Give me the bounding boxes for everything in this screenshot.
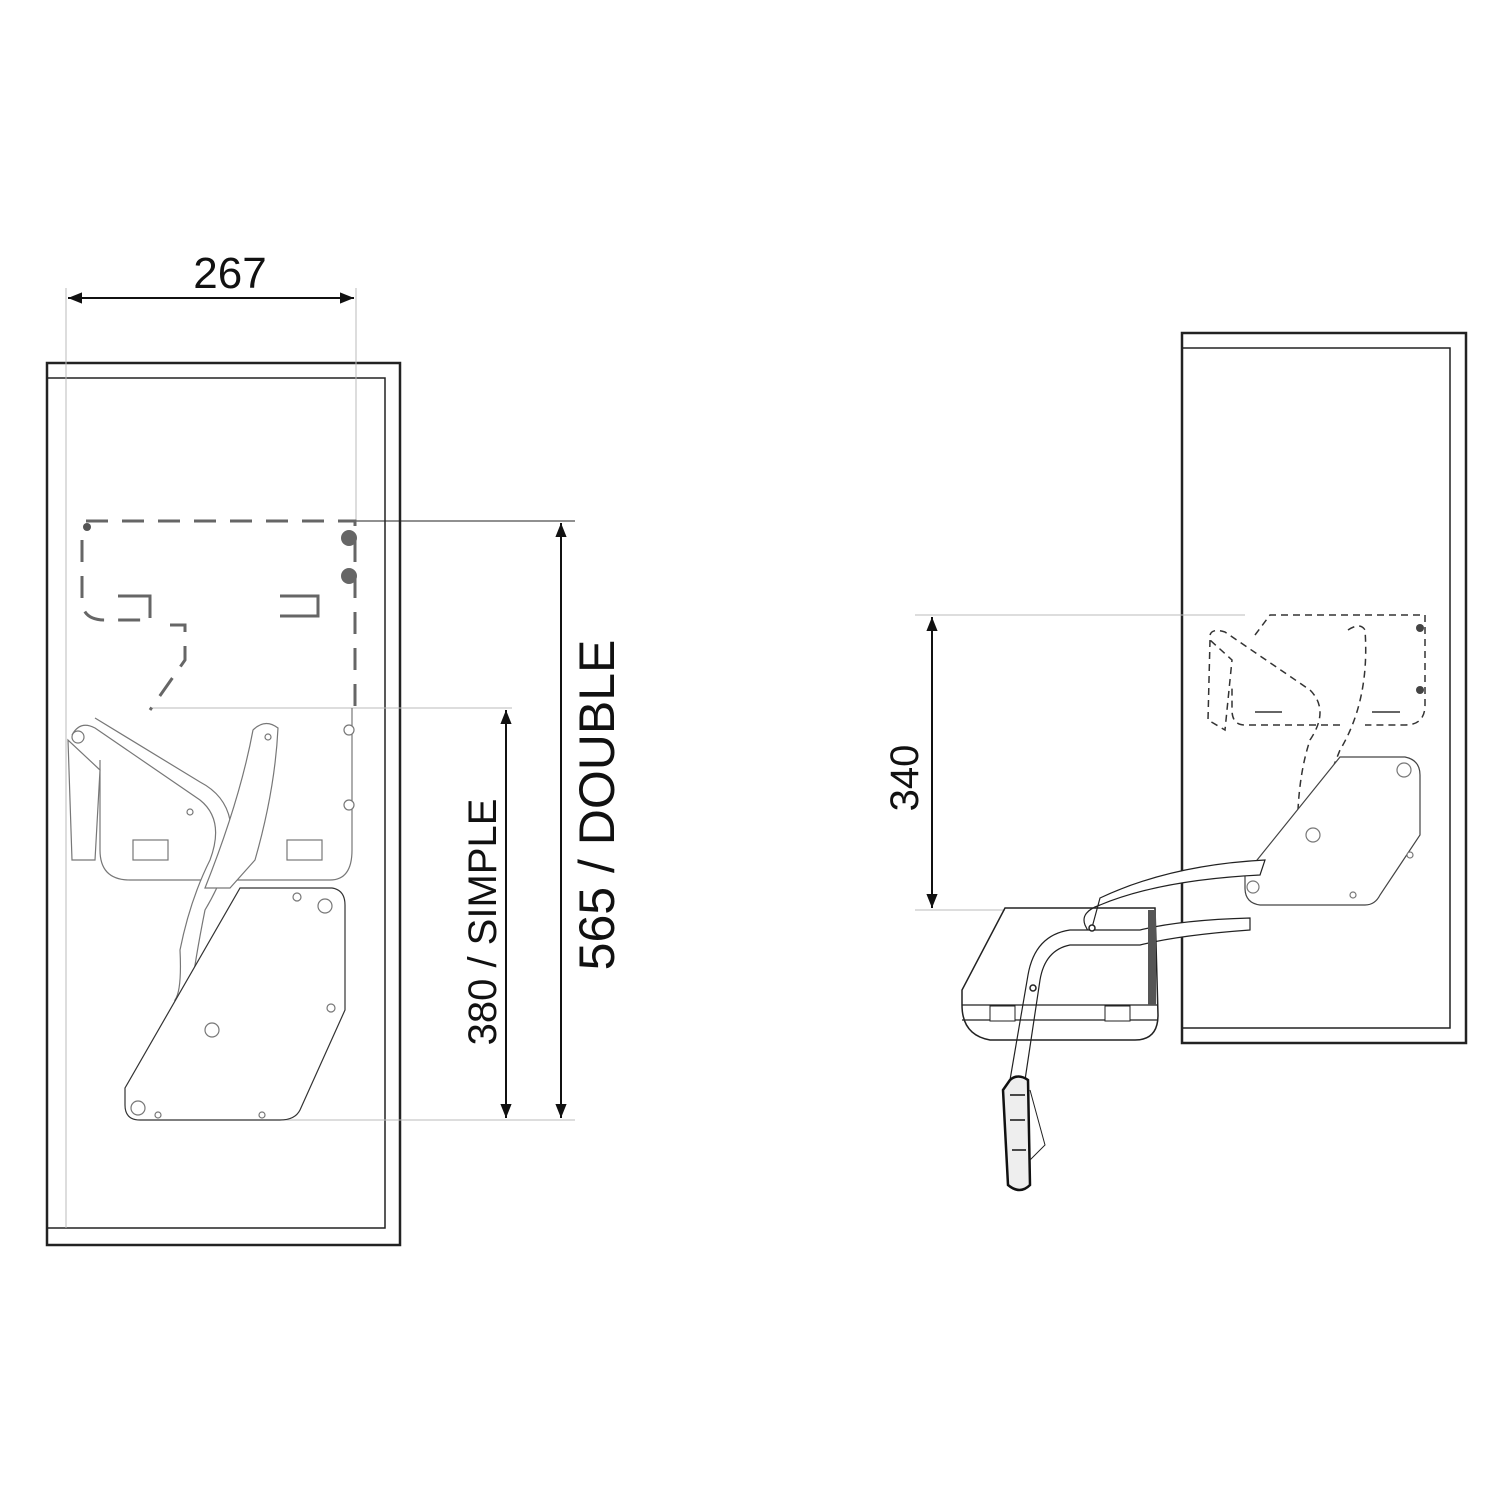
dimension-simple-label: 380 / SIMPLE <box>461 799 505 1046</box>
dimension-double-label: 565 / DOUBLE <box>569 640 625 971</box>
dimension-width-label: 267 <box>193 249 266 298</box>
handle-extended <box>1001 1075 1046 1192</box>
left-extension-lines <box>65 288 575 1228</box>
mechanism-plate-left <box>124 887 346 1121</box>
right-cabinet <box>1180 331 1468 1045</box>
raised-position-dashed-outline <box>80 519 357 711</box>
right-extension-lines <box>915 614 1245 911</box>
dimension-lift-label: 340 <box>883 745 927 812</box>
lift-arm-right <box>204 722 279 889</box>
mechanism-plate-right <box>1244 756 1421 906</box>
lift-arms-extended <box>1009 859 1266 1081</box>
lowered-shelf-outline <box>99 708 355 881</box>
raised-position-dashed-outline-right <box>1207 614 1426 811</box>
pull-out-shelf <box>961 907 1159 1041</box>
left-cabinet <box>45 361 402 1247</box>
